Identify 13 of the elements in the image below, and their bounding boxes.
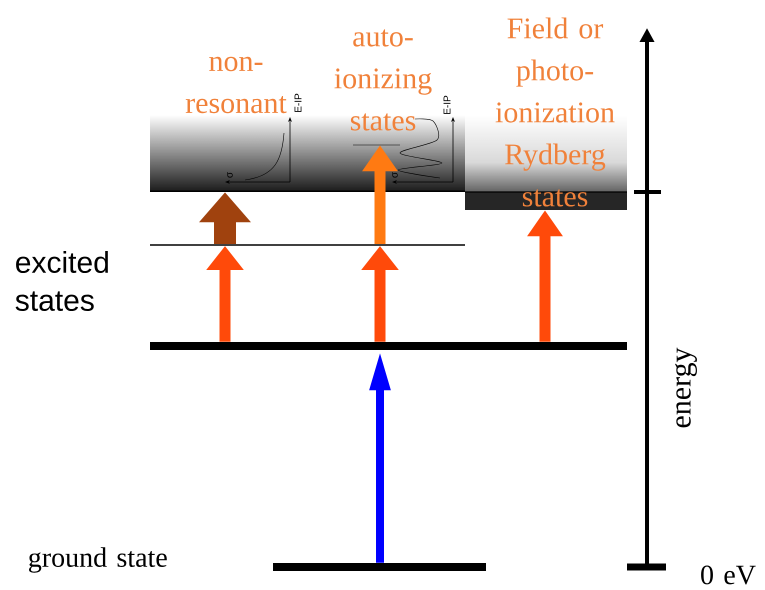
axis-label: σ: [392, 172, 398, 178]
energy-level-line: [150, 244, 465, 246]
axis-label: σ: [227, 172, 233, 178]
state-label: ground state: [29, 547, 167, 573]
axis-label: 0 eV: [701, 566, 756, 585]
axis-label: E-IP: [294, 94, 302, 112]
state-label: auto-ionizing states: [334, 29, 432, 131]
continuum-band: [465, 191, 627, 210]
axis-label: energy: [675, 348, 697, 428]
state-label: Field or photo-ionization Rydberg states: [496, 17, 615, 207]
state-label: excited states: [16, 251, 108, 312]
axis-label: E-IP: [444, 96, 450, 114]
state-label: non-resonant: [186, 56, 287, 114]
